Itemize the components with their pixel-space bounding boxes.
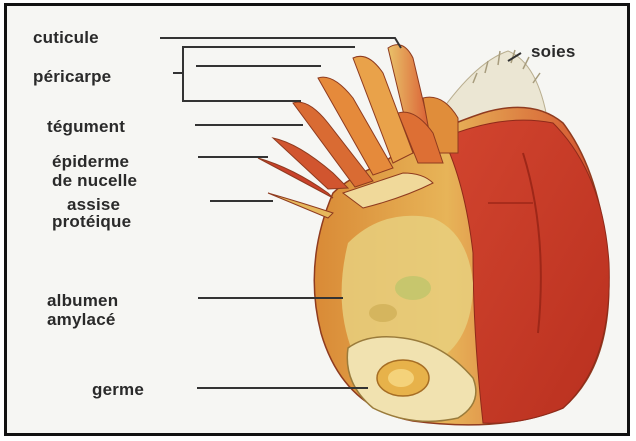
label-soies: soies [531, 42, 575, 61]
label-albumen-line2: amylacé [47, 310, 118, 329]
label-germe: germe [92, 380, 144, 399]
label-assise-line2: protéique [52, 212, 131, 231]
label-assise-2: protéique [52, 212, 131, 231]
label-albumen: albumen amylacé [47, 291, 118, 329]
diagram-frame: cuticule péricarpe tégument épiderme de … [4, 3, 630, 436]
label-cuticule: cuticule [33, 28, 99, 47]
label-epiderme: épiderme de nucelle [52, 152, 137, 190]
label-epiderme-line1: épiderme [52, 152, 137, 171]
label-epiderme-line2: de nucelle [52, 171, 137, 190]
label-tegument: tégument [47, 117, 125, 136]
label-pericarpe: péricarpe [33, 67, 111, 86]
label-albumen-line1: albumen [47, 291, 118, 310]
